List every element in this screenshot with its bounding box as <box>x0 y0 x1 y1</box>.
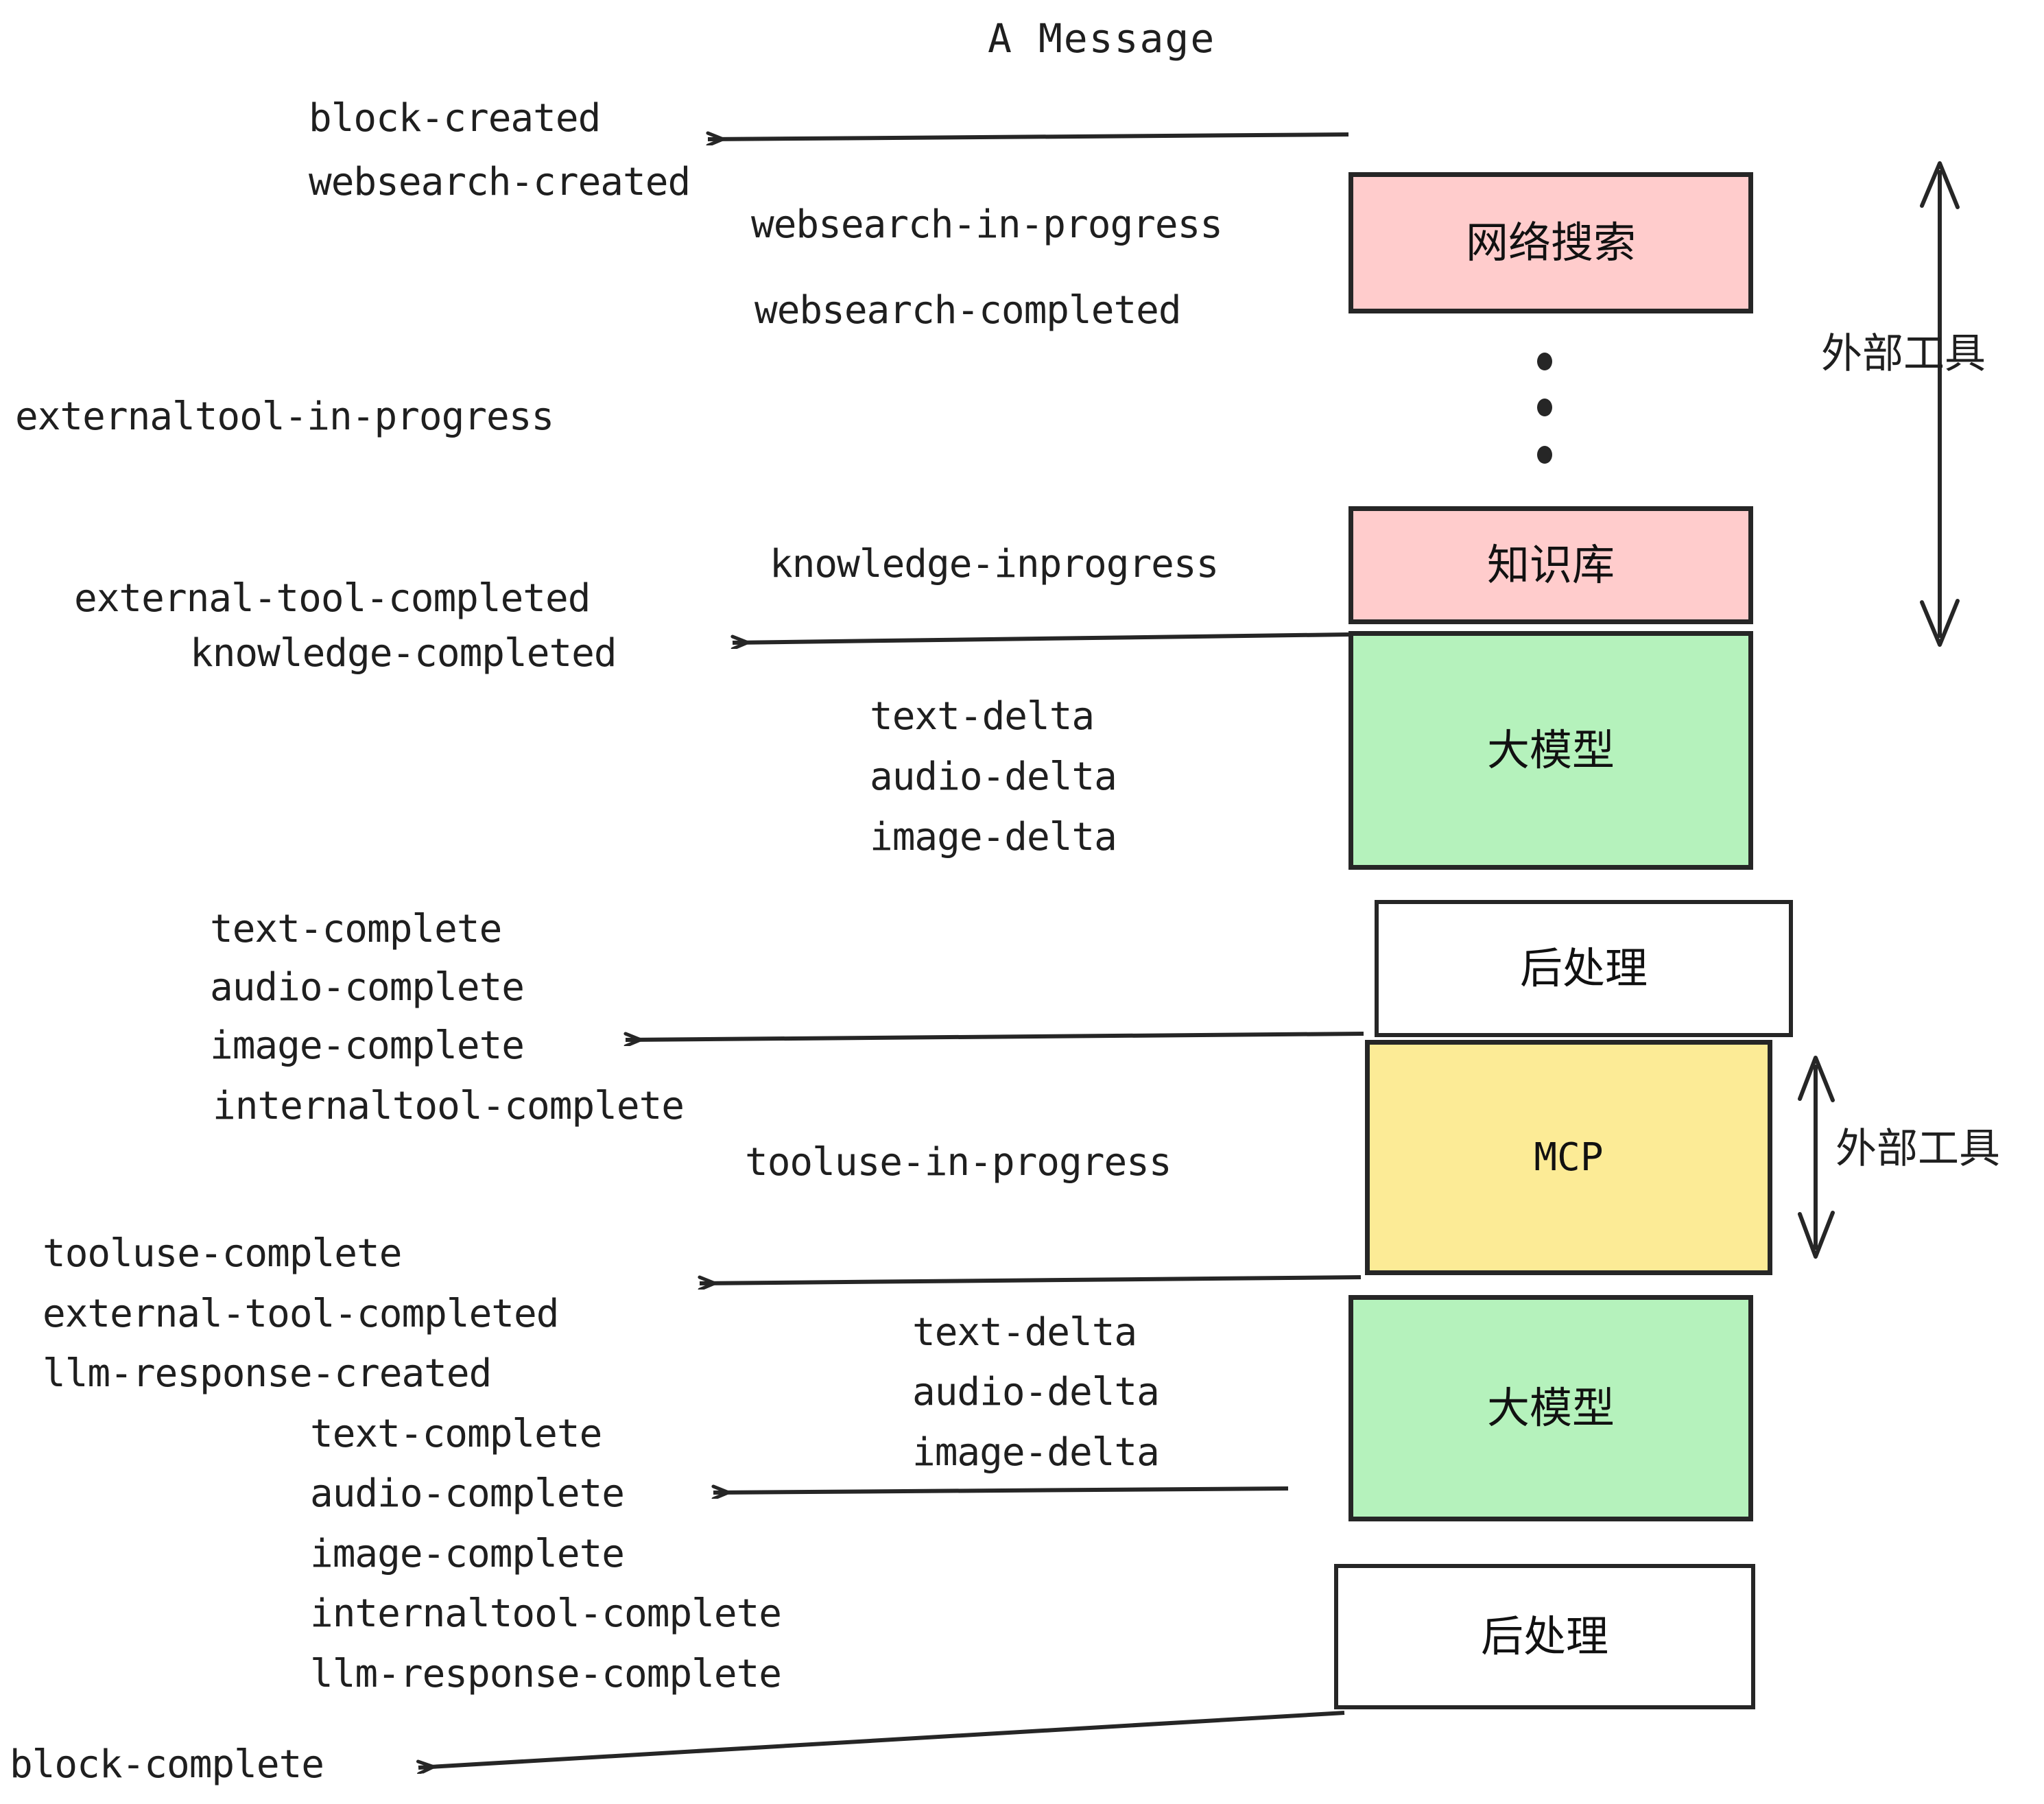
arrow-llm2-to-audiocomplete <box>713 1488 1289 1493</box>
node-mcp[interactable]: MCP <box>1365 1040 1772 1275</box>
node-llm-2[interactable]: 大模型 <box>1348 1295 1753 1521</box>
event-internaltool-complete-2: internaltool-complete <box>310 1591 782 1636</box>
arrow-postprocess2-to-blockcomplete <box>418 1711 1345 1768</box>
label-external-tools-bottom: 外部工具 <box>1835 1125 2000 1173</box>
node-knowledge-base[interactable]: 知识库 <box>1348 506 1753 624</box>
event-tooluse-complete: tooluse-complete <box>43 1231 402 1276</box>
event-block-created: block-created <box>309 96 601 141</box>
ellipsis-dot-3 <box>1537 446 1552 464</box>
event-llm-response-complete: llm-response-complete <box>310 1652 782 1696</box>
diagram-title: A Message <box>988 15 1216 62</box>
ellipsis-dot-2 <box>1537 399 1552 416</box>
arrow-mcp-to-tooluse-complete <box>700 1275 1362 1283</box>
event-knowledge-completed: knowledge-completed <box>190 631 617 676</box>
event-text-complete-1: text-complete <box>210 907 502 951</box>
event-audio-delta-2: audio-delta <box>912 1370 1160 1414</box>
event-audio-complete-2: audio-complete <box>310 1471 625 1516</box>
event-image-delta-2: image-delta <box>912 1430 1160 1475</box>
event-websearch-created: websearch-created <box>309 160 691 204</box>
event-websearch-completed: websearch-completed <box>754 288 1182 333</box>
event-image-complete-1: image-complete <box>210 1023 525 1068</box>
arrow-knowledge-to-knowledgecompleted <box>733 632 1349 643</box>
arrow-postprocess1-to-imagecomplete <box>626 1032 1364 1040</box>
event-internaltool-complete-1: internaltool-complete <box>213 1084 685 1128</box>
event-audio-complete-1: audio-complete <box>210 965 525 1010</box>
event-external-tool-completed-2: external-tool-completed <box>43 1292 559 1336</box>
ellipsis-dot-1 <box>1537 353 1552 370</box>
event-llm-response-created: llm-response-created <box>43 1351 492 1396</box>
event-external-tool-completed-1: external-tool-completed <box>74 576 591 621</box>
event-image-complete-2: image-complete <box>310 1532 625 1576</box>
event-image-delta-1: image-delta <box>870 815 1117 859</box>
bracket-external-tools-bottom <box>1798 1056 1835 1259</box>
event-block-complete: block-complete <box>10 1742 324 1787</box>
event-text-complete-2: text-complete <box>310 1412 602 1456</box>
event-audio-delta-1: audio-delta <box>870 755 1117 799</box>
bracket-external-tools-top <box>1920 161 1960 647</box>
event-text-delta-2: text-delta <box>912 1310 1137 1355</box>
arrow-websearch-to-blockcreated <box>708 134 1349 139</box>
event-text-delta-1: text-delta <box>870 694 1095 739</box>
node-postprocess-2[interactable]: 后处理 <box>1334 1564 1755 1709</box>
node-llm-1[interactable]: 大模型 <box>1348 631 1753 870</box>
event-websearch-in-progress: websearch-in-progress <box>751 202 1223 247</box>
event-tooluse-in-progress: tooluse-in-progress <box>745 1140 1172 1185</box>
event-knowledge-inprogress: knowledge-inprogress <box>770 542 1219 586</box>
node-websearch[interactable]: 网络搜索 <box>1348 172 1753 313</box>
event-externaltool-in-progress: externaltool-in-progress <box>15 394 554 439</box>
node-postprocess-1[interactable]: 后处理 <box>1375 900 1793 1037</box>
label-external-tools-top: 外部工具 <box>1821 330 1986 378</box>
